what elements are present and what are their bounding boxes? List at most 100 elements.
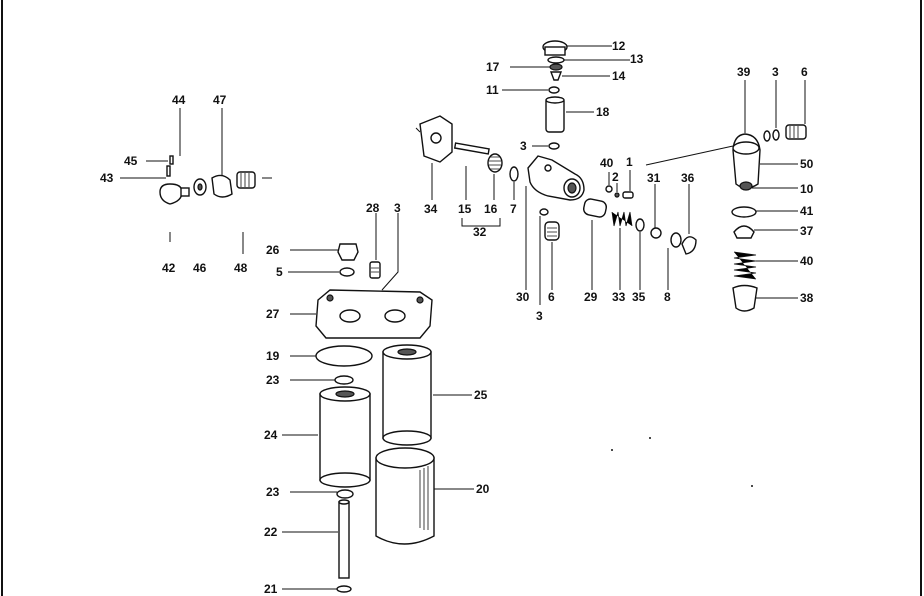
- label-29: 29: [584, 290, 598, 304]
- part-20-canister: [375, 457, 435, 545]
- label-17: 17: [486, 60, 500, 74]
- valve-cap-stack: [542, 40, 568, 150]
- tube-top: [338, 499, 350, 505]
- label-3b: 3: [772, 65, 779, 79]
- part-38-cup: [732, 284, 758, 312]
- part-15-shaft: [453, 142, 490, 155]
- nut-thread: [240, 173, 250, 187]
- label-33: 33: [612, 290, 626, 304]
- label-12: 12: [612, 39, 626, 53]
- filter-25-hole: [397, 348, 417, 356]
- head-bolt-left: [326, 294, 334, 302]
- part-18-top: [545, 96, 565, 104]
- label-22: 22: [264, 525, 278, 539]
- label-21: 21: [264, 582, 278, 596]
- label-13: 13: [630, 52, 644, 66]
- part-28-screw: [369, 261, 381, 279]
- part-46-hole: [197, 183, 203, 191]
- label-1: 1: [626, 155, 633, 169]
- label-18: 18: [596, 105, 610, 119]
- part-8-washer: [670, 232, 682, 248]
- label-48: 48: [234, 261, 248, 275]
- part-27-filter-head: [315, 289, 433, 339]
- head-bolt-right: [416, 296, 424, 304]
- part-3-seal-a: [548, 142, 560, 150]
- label-50: 50: [800, 157, 814, 171]
- label-2: 2: [612, 170, 619, 184]
- label-28: 28: [366, 201, 380, 215]
- part-24-filter: [319, 393, 371, 481]
- label-35: 35: [632, 290, 646, 304]
- label-16: 16: [484, 202, 498, 216]
- label-38: 38: [800, 291, 814, 305]
- label-8: 8: [664, 290, 671, 304]
- label-14: 14: [612, 69, 626, 83]
- label-34: 34: [424, 202, 438, 216]
- leader-3c: [381, 213, 399, 291]
- part-10-outlet: [739, 181, 753, 191]
- part-44-pin: [169, 155, 174, 165]
- part-36-plug: [681, 236, 697, 255]
- part-17-ring: [549, 63, 563, 71]
- label-36: 36: [681, 171, 695, 185]
- part-6-bolt-b: [544, 221, 560, 241]
- label-19: 19: [266, 349, 280, 363]
- filter-head-assembly: [315, 243, 433, 339]
- leader-39-link: [645, 145, 734, 166]
- part-41-ring: [731, 206, 757, 218]
- part-11-o-ring: [548, 86, 560, 94]
- filter-24-bottom: [319, 472, 371, 488]
- label-25: 25: [474, 388, 488, 402]
- body-hole: [544, 164, 552, 172]
- part-3-seal-b2: [772, 129, 780, 141]
- part-45-pin: [166, 165, 171, 177]
- part-37-plug: [733, 225, 755, 239]
- label-39: 39: [737, 65, 751, 79]
- gear-teeth: [489, 156, 501, 170]
- part-40-small: [605, 185, 613, 193]
- part-13-washer: [547, 56, 565, 64]
- label-47: 47: [213, 93, 227, 107]
- part-3-seal-c: [539, 208, 549, 216]
- part-7-seal: [509, 166, 519, 182]
- head-port-left: [339, 309, 361, 323]
- filter-24-hole: [335, 390, 355, 398]
- part-47-banjo: [211, 174, 233, 198]
- label-27: 27: [266, 307, 280, 321]
- part-23-ring-a: [334, 375, 354, 385]
- label-31: 31: [647, 171, 661, 185]
- part-35-ring: [635, 218, 645, 232]
- part-40-spring: [733, 251, 757, 280]
- label-11: 11: [486, 83, 499, 97]
- speck: [611, 449, 613, 451]
- label-3a: 3: [520, 139, 527, 153]
- label-5: 5: [276, 265, 283, 279]
- part-33-spring: [611, 211, 633, 227]
- label-15: 15: [458, 202, 472, 216]
- part-1-screw: [622, 191, 634, 199]
- label-10: 10: [800, 182, 814, 196]
- screw-28-thread: [371, 267, 379, 273]
- part-12-cap-body: [544, 46, 566, 56]
- label-42: 42: [162, 261, 176, 275]
- filter-25-bottom: [382, 430, 432, 446]
- bolt-a-thread: [789, 126, 799, 138]
- part-29-piston: [582, 198, 608, 218]
- label-46: 46: [193, 261, 207, 275]
- label-26: 26: [266, 243, 280, 257]
- pump-body-assembly: [419, 115, 697, 255]
- speck: [649, 437, 651, 439]
- part-14-valve: [549, 71, 563, 81]
- canister-top: [375, 447, 435, 469]
- label-6a: 6: [801, 65, 808, 79]
- label-3c: 3: [394, 201, 401, 215]
- dash-34: [415, 127, 421, 133]
- part-42-bolt: [159, 183, 183, 205]
- label-3d: 3: [536, 309, 543, 323]
- label-6b: 6: [548, 290, 555, 304]
- canister-shading: [419, 466, 429, 530]
- part-6-bolt-a: [785, 124, 807, 140]
- label-41: 41: [800, 204, 814, 218]
- part-16-gear: [487, 153, 503, 173]
- part-21-washer: [336, 585, 352, 593]
